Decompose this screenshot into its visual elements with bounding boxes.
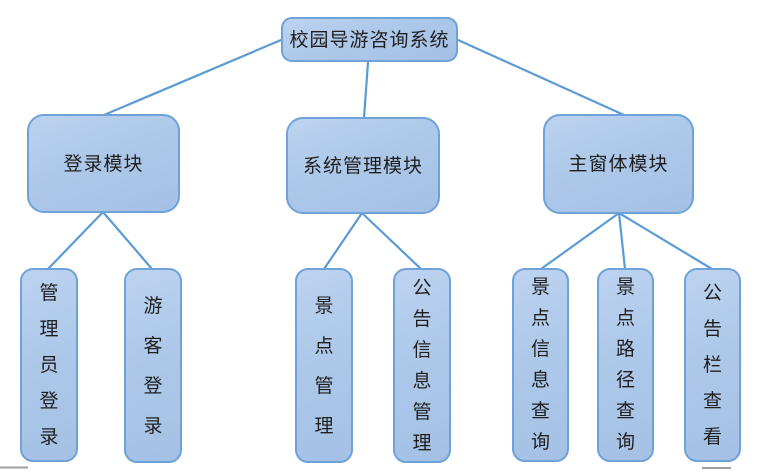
- node-label: 公告信息管理: [412, 276, 432, 454]
- node-label: 系统管理模块: [302, 154, 423, 177]
- connector-root-login: [102, 38, 283, 117]
- node-login-module: 登录模块: [27, 114, 180, 213]
- node-scenic-spot-management: 景点管理: [295, 268, 353, 463]
- node-campus-guide-system: 校园导游咨询系统: [281, 17, 458, 62]
- connector-sysmgmt-announcemgmt: [360, 211, 423, 271]
- node-label: 校园导游咨询系统: [289, 28, 450, 51]
- node-scenic-spot-info-query: 景点信息查询: [512, 268, 569, 462]
- node-label: 景点管理: [314, 294, 334, 437]
- node-label: 景点路径查询: [615, 276, 635, 453]
- node-admin-login: 管理员登录: [20, 268, 78, 462]
- connector-login-adminlogin: [46, 210, 105, 271]
- node-main-window-module: 主窗体模块: [543, 114, 694, 214]
- node-label: 管理员登录: [39, 282, 59, 448]
- connector-root-mainwindow: [456, 38, 626, 117]
- node-scenic-spot-route-query: 景点路径查询: [597, 268, 654, 462]
- connector-mainwindow-routequery: [617, 211, 627, 271]
- node-announcement-info-management: 公告信息管理: [393, 268, 451, 463]
- node-system-management-module: 系统管理模块: [286, 117, 440, 214]
- node-bulletin-board-view: 公告栏查看: [684, 268, 741, 462]
- node-label: 主窗体模块: [568, 153, 669, 175]
- connector-root-sysmgmt: [362, 60, 370, 120]
- node-visitor-login: 游客登录: [124, 268, 182, 463]
- connector-mainwindow-bulletinview: [617, 211, 714, 271]
- node-label: 景点信息查询: [530, 276, 550, 453]
- node-label: 登录模块: [63, 152, 144, 175]
- node-label: 公告栏查看: [702, 282, 722, 448]
- connector-sysmgmt-scenicmgmt: [322, 211, 364, 271]
- connector-login-visitorlogin: [101, 210, 154, 271]
- connector-mainwindow-infoquery: [539, 211, 621, 271]
- node-label: 游客登录: [143, 294, 163, 437]
